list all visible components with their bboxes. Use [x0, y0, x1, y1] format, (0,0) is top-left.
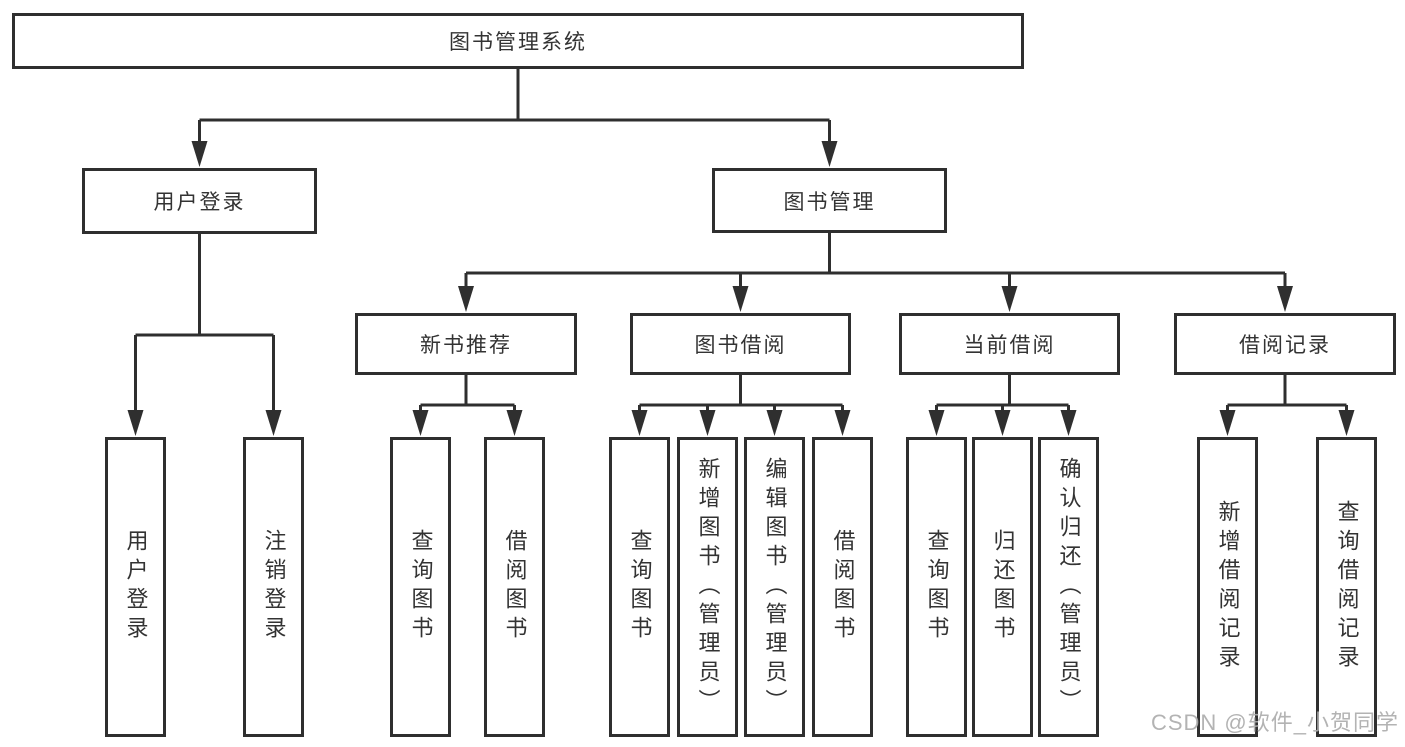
csdn-watermark: CSDN @软件_小贺同学: [1150, 710, 1399, 735]
connector-new-book-group: [419, 375, 516, 415]
node-book-borrow: 图书借阅: [630, 313, 851, 375]
node-borrow-records: 借阅记录: [1174, 313, 1396, 375]
connector-current-borrow-group: [935, 375, 1070, 415]
leaf-user-login: 用户登录: [105, 437, 166, 737]
leaf-borrow-books: 借阅图书: [812, 437, 873, 737]
node-root: 图书管理系统: [12, 13, 1024, 69]
leaf-confirm-return-admin: 确认归还（管理员）: [1038, 437, 1099, 737]
arrowheads: [127, 141, 1355, 436]
leaf-query-books-current: 查询图书: [906, 437, 967, 737]
connector-borrow-records-group: [1226, 375, 1348, 415]
leaf-add-book-admin: 新增图书（管理员）: [677, 437, 738, 737]
connector-book-borrow-group: [638, 375, 844, 415]
leaf-query-books-borrow: 查询图书: [609, 437, 670, 737]
connector-user-login-group: [134, 234, 275, 415]
node-current-borrow: 当前借阅: [899, 313, 1120, 375]
connector-root-to-level2: [198, 69, 831, 146]
node-book-management: 图书管理: [712, 168, 947, 233]
leaf-query-books-recommend: 查询图书: [390, 437, 451, 737]
node-user-login: 用户登录: [82, 168, 317, 234]
leaf-borrow-books-recommend: 借阅图书: [484, 437, 545, 737]
leaf-logout: 注销登录: [243, 437, 304, 737]
leaf-return-book: 归还图书: [972, 437, 1033, 737]
leaf-edit-book-admin: 编辑图书（管理员）: [744, 437, 805, 737]
connector-book-management-to-level3: [464, 233, 1287, 291]
node-new-book-recommend: 新书推荐: [355, 313, 577, 375]
leaf-query-borrow-record: 查询借阅记录: [1316, 437, 1377, 737]
leaf-add-borrow-record: 新增借阅记录: [1197, 437, 1258, 737]
